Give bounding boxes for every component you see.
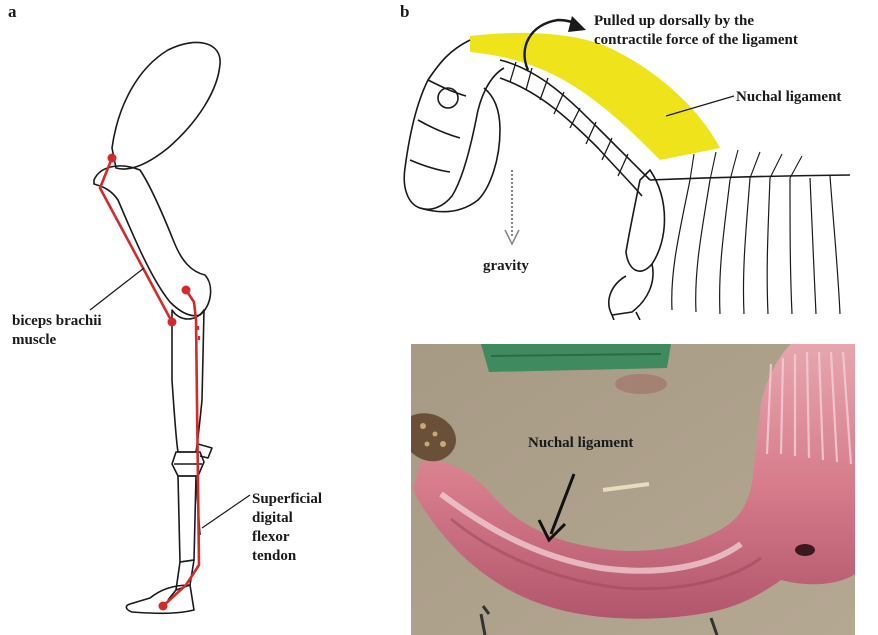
nuchal-ligament-highlight [470, 33, 720, 160]
dissection-photo: Nuchal ligament [411, 344, 855, 635]
gravity-arrowhead [505, 230, 519, 244]
gravity-label: gravity [483, 257, 529, 276]
dissection-photo-art [411, 344, 855, 635]
ribs [672, 176, 840, 314]
sdft-leader [202, 495, 250, 528]
green-crate [481, 344, 671, 372]
cannon-bone [178, 476, 196, 562]
sdft-label: Superficial digital flexor tendon [252, 490, 322, 566]
nuchal-ligament-label-top: Nuchal ligament [736, 88, 841, 107]
horse-humerus [609, 264, 653, 315]
pulled-up-label: Pulled up dorsally by the contractile fo… [594, 12, 798, 50]
sdft-insertion-dot [159, 602, 168, 611]
nuchal-ligament-label-photo: Nuchal ligament [528, 434, 633, 453]
eye-orbit [438, 88, 458, 108]
mandible [420, 88, 500, 212]
pull-arrowhead [568, 16, 586, 32]
radius [172, 310, 204, 452]
